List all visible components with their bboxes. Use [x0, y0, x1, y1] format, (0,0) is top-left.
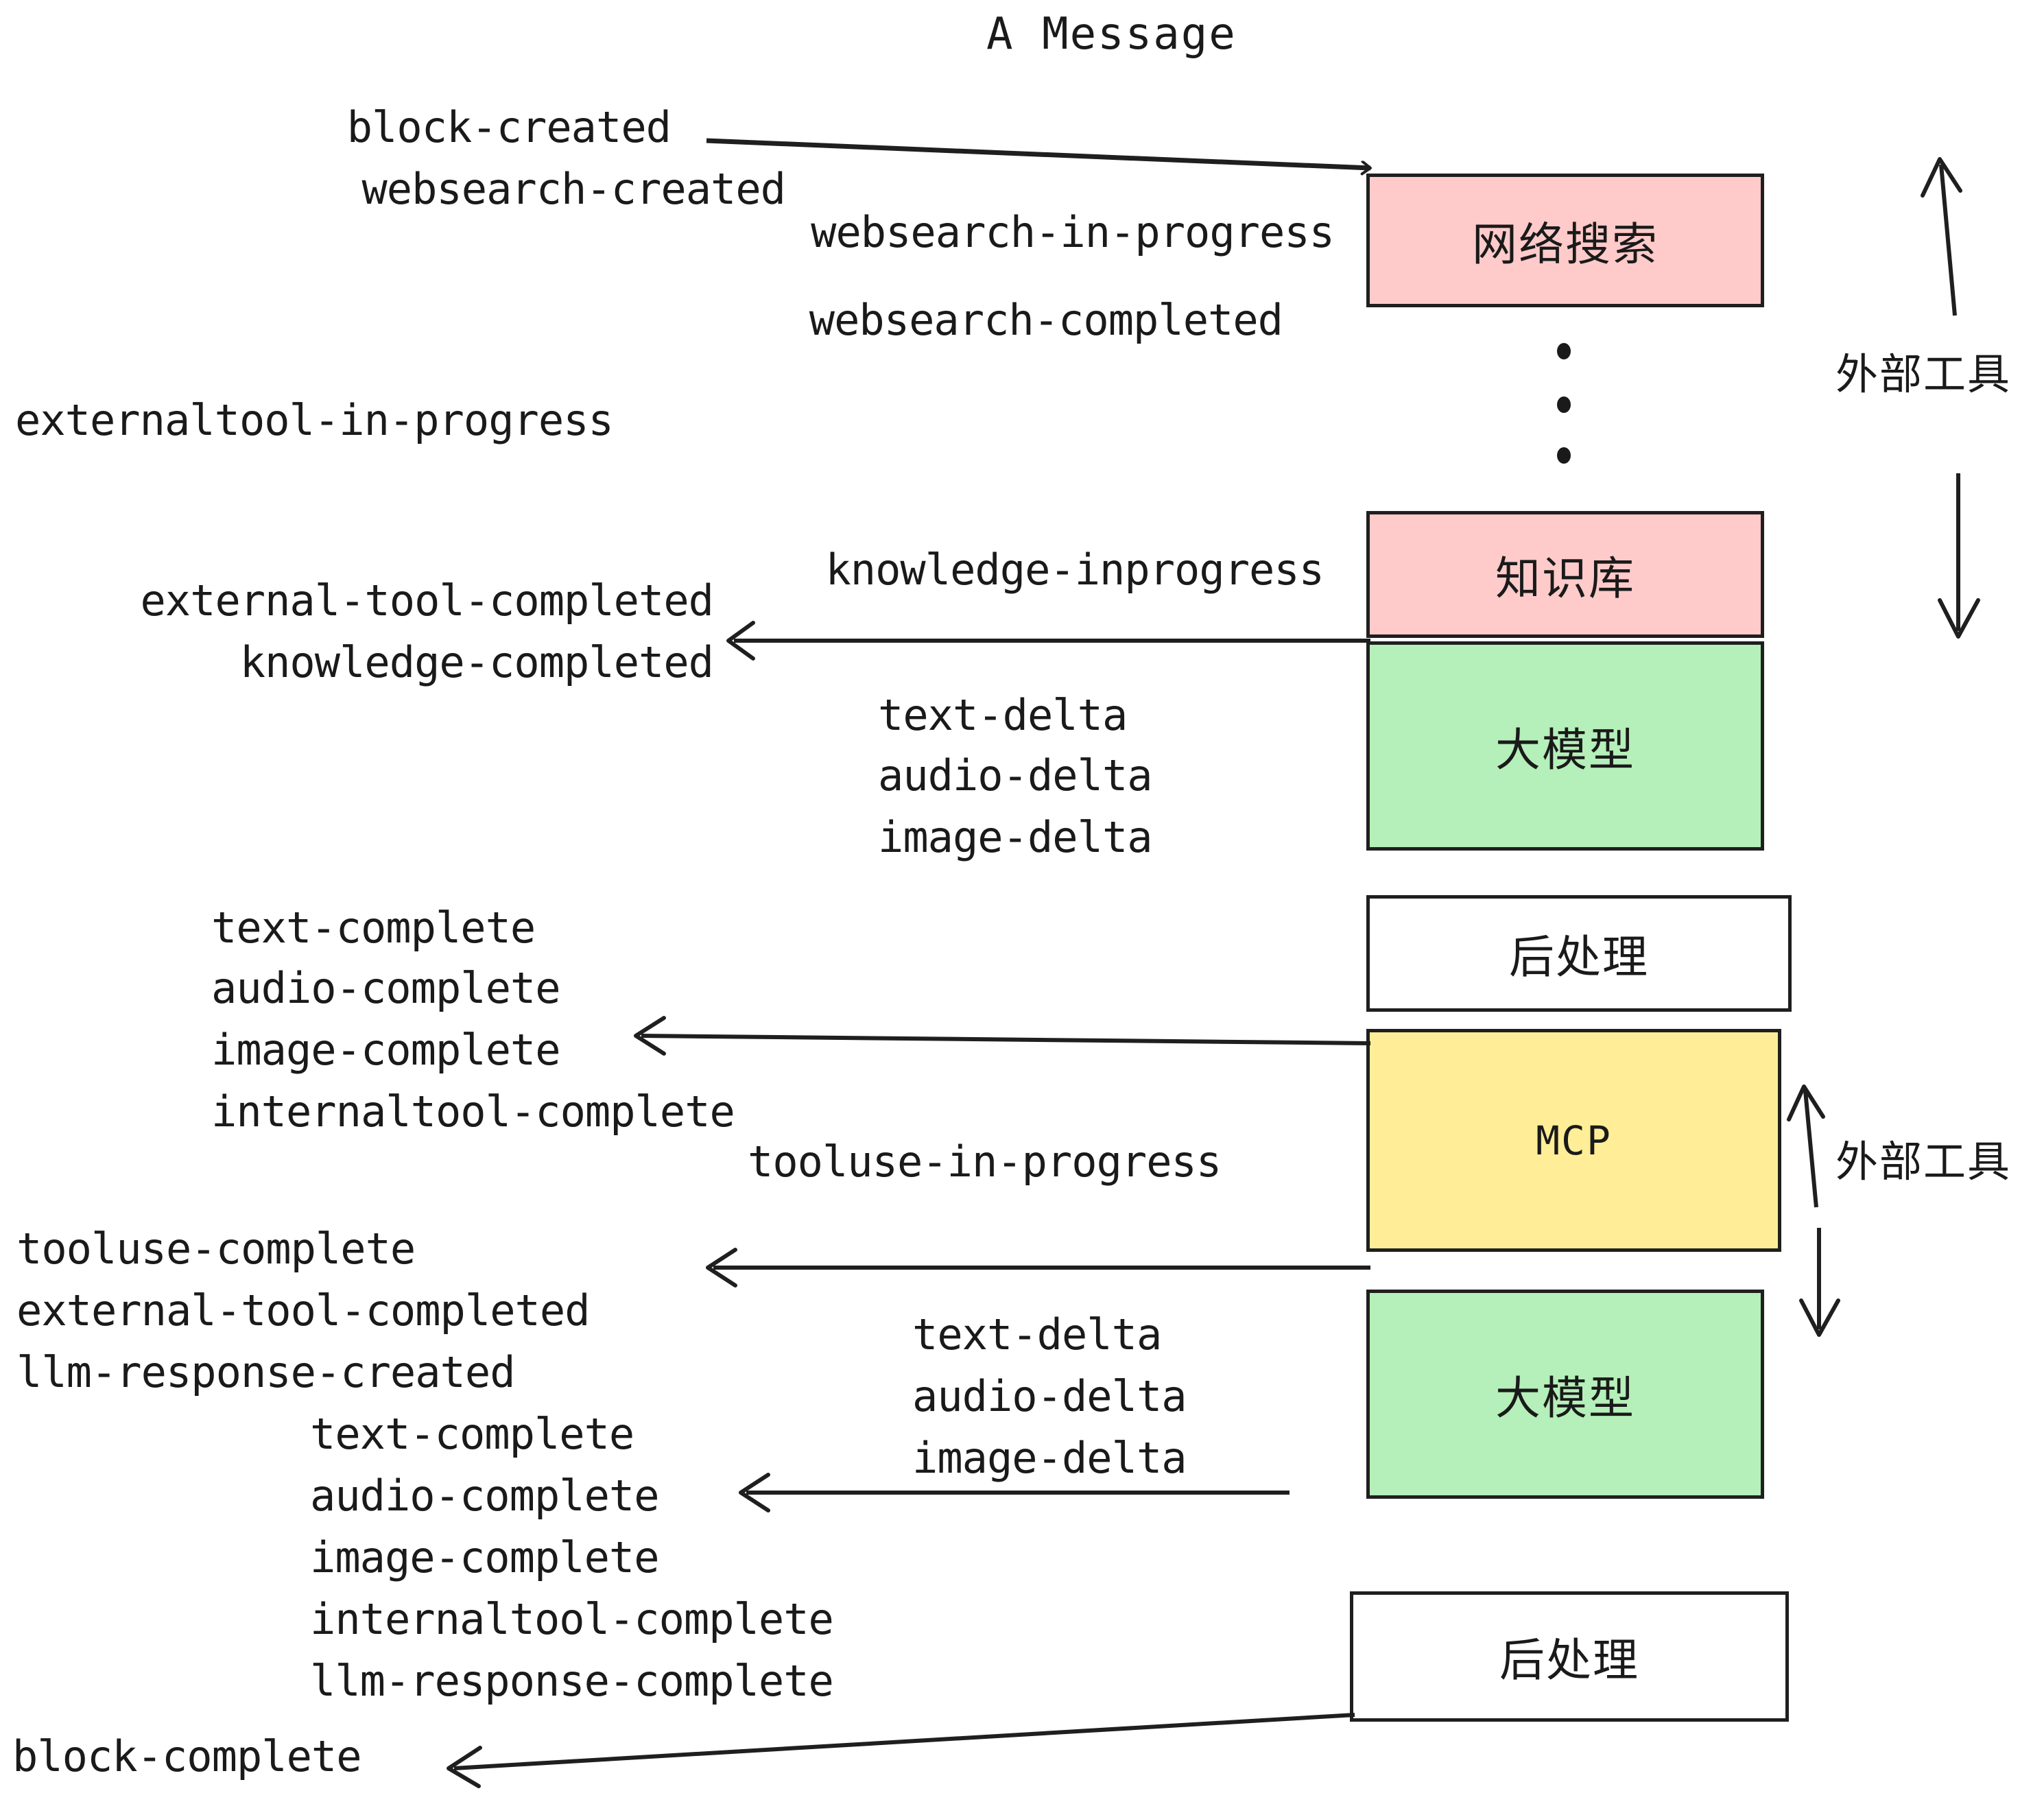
- event-knowledge-inprogress: knowledge-inprogress: [825, 545, 1324, 595]
- event-audio-delta-1: audio-delta: [878, 750, 1153, 800]
- box-postprocess-first: 后处理: [1366, 895, 1792, 1012]
- side-label-external-tools-top: 外部工具: [1835, 349, 2012, 399]
- event-internaltool-complete-1: internaltool-complete: [211, 1087, 735, 1137]
- box-llm-first: 大模型: [1366, 641, 1764, 851]
- event-audio-delta-2: audio-delta: [912, 1371, 1187, 1421]
- event-image-delta-2: image-delta: [912, 1433, 1187, 1483]
- bracket-external-tools-bottom: [1787, 1084, 1840, 1337]
- event-knowledge-completed: knowledge-completed: [239, 637, 714, 687]
- event-text-complete-2: text-complete: [310, 1409, 634, 1459]
- arrow-tooluse-complete: [706, 1248, 1370, 1287]
- arrow-block-complete: [447, 1713, 1355, 1788]
- event-tooluse-in-progress: tooluse-in-progress: [748, 1137, 1222, 1187]
- arrow-knowledge-completed: [726, 621, 1370, 661]
- event-block-complete: block-complete: [12, 1731, 362, 1781]
- box-postprocess-second: 后处理: [1350, 1591, 1789, 1722]
- ellipsis-dot-2: [1557, 396, 1571, 413]
- event-image-complete-2: image-complete: [310, 1532, 660, 1582]
- box-websearch: 网络搜索: [1366, 174, 1764, 307]
- arrow-image-complete: [634, 1016, 1371, 1056]
- event-image-complete-1: image-complete: [211, 1025, 561, 1075]
- event-llm-response-complete: llm-response-complete: [310, 1656, 834, 1706]
- event-text-complete-1: text-complete: [211, 903, 536, 953]
- box-mcp: MCP: [1366, 1029, 1781, 1252]
- event-text-delta-2: text-delta: [912, 1309, 1162, 1360]
- event-external-tool-completed-1: external-tool-completed: [140, 575, 714, 626]
- event-tooluse-complete: tooluse-complete: [16, 1224, 416, 1274]
- event-websearch-created: websearch-created: [361, 164, 786, 214]
- diagram-title: A Message: [986, 9, 1237, 60]
- event-image-delta-1: image-delta: [878, 812, 1153, 862]
- event-externaltool-in-progress: externaltool-in-progress: [15, 395, 614, 445]
- event-external-tool-completed-2: external-tool-completed: [16, 1285, 591, 1336]
- ellipsis-dot-3: [1557, 447, 1571, 464]
- event-websearch-completed: websearch-completed: [809, 295, 1283, 345]
- event-text-delta-1: text-delta: [878, 690, 1128, 740]
- ellipsis-dot-1: [1557, 343, 1571, 359]
- event-internaltool-complete-2: internaltool-complete: [310, 1594, 834, 1644]
- event-block-created: block-created: [346, 102, 672, 152]
- event-audio-complete-2: audio-complete: [310, 1471, 660, 1521]
- side-label-external-tools-bottom: 外部工具: [1835, 1137, 2012, 1187]
- event-llm-response-created: llm-response-created: [16, 1347, 516, 1397]
- event-websearch-in-progress: websearch-in-progress: [811, 207, 1335, 257]
- box-llm-second: 大模型: [1366, 1290, 1764, 1499]
- box-knowledge: 知识库: [1366, 511, 1764, 638]
- event-audio-complete-1: audio-complete: [211, 963, 561, 1013]
- arrow-block-created: [706, 138, 1370, 168]
